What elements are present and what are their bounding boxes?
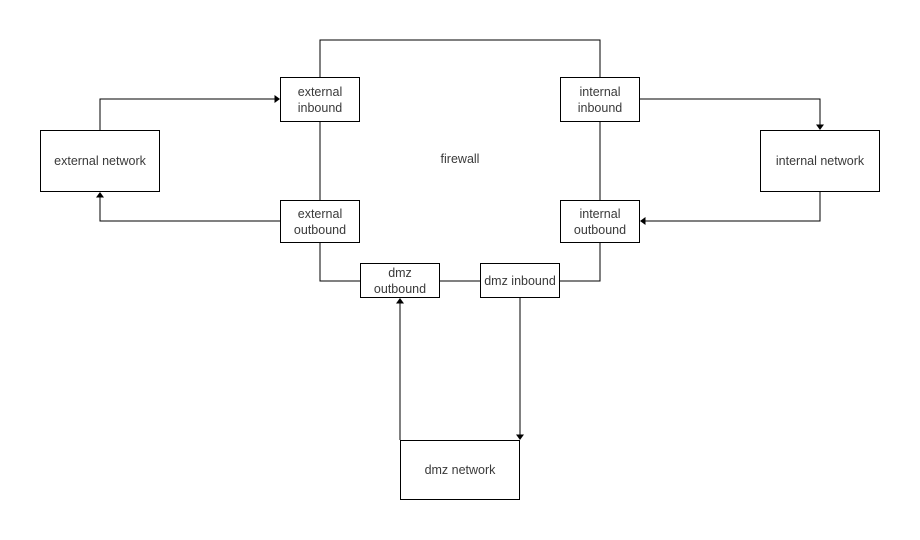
node-internal-outbound[interactable]: internal outbound	[560, 200, 640, 243]
firewall-label: firewall	[440, 152, 480, 166]
edge-external-outbound-to-dmz-outbound	[319, 243, 360, 282]
arrowhead-internal-inbound-to-internal-network	[816, 124, 824, 130]
node-internal-inbound[interactable]: internal inbound	[560, 77, 640, 122]
node-dmz-outbound[interactable]: dmz outbound	[360, 263, 440, 298]
arrowhead-external-outbound-to-external-network	[96, 192, 104, 198]
edge-internal-network-to-internal-outbound	[645, 192, 821, 222]
arrowhead-dmz-network-to-dmz-outbound	[396, 298, 404, 304]
edge-external-outbound-to-external-network	[99, 197, 280, 222]
arrowhead-external-network-to-external-inbound	[274, 95, 280, 103]
edge-external-network-to-external-inbound	[99, 98, 275, 130]
edge-dmz-inbound-to-internal-outbound	[560, 243, 601, 282]
node-dmz-network[interactable]: dmz network	[400, 440, 520, 500]
node-dmz-inbound[interactable]: dmz inbound	[480, 263, 560, 298]
arrowhead-dmz-inbound-to-dmz-network	[516, 434, 524, 440]
node-external-outbound[interactable]: external outbound	[280, 200, 360, 243]
edge-internal-inbound-to-internal-network	[640, 98, 821, 125]
arrowhead-internal-network-to-internal-outbound	[640, 217, 646, 225]
edge-external-inbound-top-to-internal-inbound-top	[319, 39, 601, 77]
node-internal-network[interactable]: internal network	[760, 130, 880, 192]
edge-group	[96, 39, 824, 440]
node-external-inbound[interactable]: external inbound	[280, 77, 360, 122]
node-external-network[interactable]: external network	[40, 130, 160, 192]
